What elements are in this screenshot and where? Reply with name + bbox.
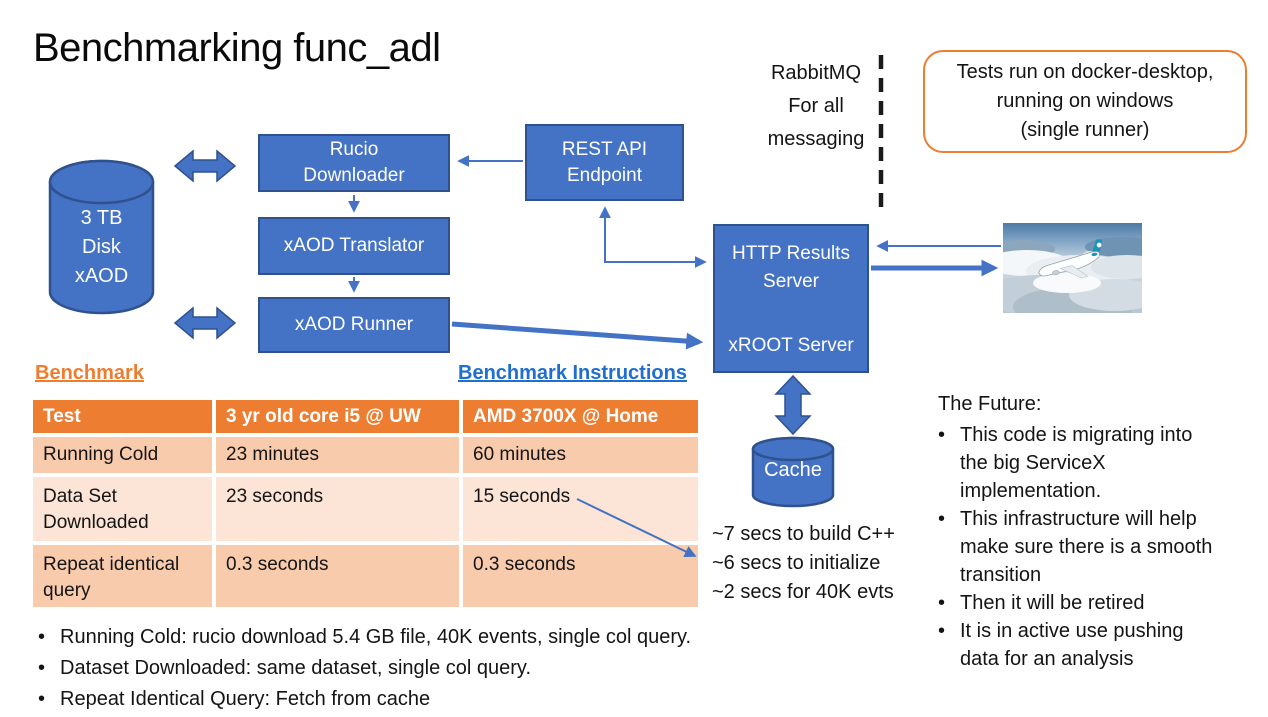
cylinder-shape-icon [751, 436, 835, 508]
future-bullet: This code is migrating into the big Serv… [938, 421, 1254, 505]
airplane-photo [1003, 223, 1142, 313]
box-rucio-downloader: Rucio Downloader [258, 134, 450, 192]
future-bullet: This infrastructure will help make sure … [938, 505, 1254, 589]
benchmark-link[interactable]: Benchmark [35, 362, 144, 384]
box-rest-api-endpoint: REST API Endpoint [525, 124, 684, 201]
future-section: The Future: This code is migrating into … [938, 390, 1254, 673]
disk-label: 3 TB Disk xAOD [74, 207, 129, 287]
future-bullet: Then it will be retired [938, 589, 1254, 617]
footnote: Running Cold: rucio download 5.4 GB file… [38, 622, 691, 653]
rabbitmq-note: RabbitMQ For all messaging [767, 62, 865, 150]
cache-cylinder: Cache [751, 436, 835, 508]
future-bullet: It is in active use pushing data for an … [938, 617, 1254, 673]
table-cell: Data Set Downloaded [33, 477, 212, 541]
disk-cylinder: 3 TB Disk xAOD [48, 158, 155, 316]
http-server-label: HTTP Results Server [732, 243, 850, 292]
timing-notes: ~7 secs to build C++ ~6 secs to initiali… [712, 520, 895, 607]
footnotes: Running Cold: rucio download 5.4 GB file… [38, 622, 691, 715]
footnote: Repeat Identical Query: Fetch from cache [38, 684, 691, 715]
timing-note: ~6 secs to initialize [712, 552, 881, 574]
table-cell: Repeat identical query [33, 545, 212, 607]
table-header-amd: AMD 3700X @ Home [463, 400, 698, 433]
table-cell: 0.3 seconds [463, 545, 698, 607]
docker-note: Tests run on docker-desktop, running on … [923, 50, 1247, 153]
benchmark-instructions-link[interactable]: Benchmark Instructions [458, 362, 687, 384]
table-header-i5: 3 yr old core i5 @ UW [216, 400, 459, 433]
table-cell: 23 seconds [216, 477, 459, 541]
table-cell: 23 minutes [216, 437, 459, 473]
future-heading: The Future: [938, 393, 1042, 415]
box-xaod-translator: xAOD Translator [258, 217, 450, 275]
table-cell: 15 seconds [463, 477, 698, 541]
airplane-icon [1038, 239, 1103, 279]
double-arrow-disk-runner-icon [173, 306, 237, 340]
box-xaod-runner: xAOD Runner [258, 297, 450, 353]
cache-label: Cache [764, 459, 822, 481]
benchmark-table: Test 3 yr old core i5 @ UW AMD 3700X @ H… [33, 400, 698, 607]
footnote: Dataset Downloaded: same dataset, single… [38, 653, 691, 684]
double-arrow-disk-rucio-icon [173, 149, 237, 183]
xroot-server-label: xROOT Server [728, 335, 854, 356]
arrow-runner-to-xroot [451, 321, 704, 350]
timing-note: ~7 secs to build C++ [712, 523, 895, 545]
double-arrow-http-cache-icon [774, 374, 812, 436]
timing-note: ~2 secs for 40K evts [712, 581, 894, 603]
table-cell: 0.3 seconds [216, 545, 459, 607]
arrow-http-restapi-elbow [599, 206, 707, 268]
box-http-results-server: HTTP Results Server xROOT Server [713, 224, 869, 373]
table-cell: 60 minutes [463, 437, 698, 473]
table-header-test: Test [33, 400, 212, 433]
table-cell: Running Cold [33, 437, 212, 473]
cylinder-shape-icon [48, 159, 155, 315]
page-title: Benchmarking func_adl [33, 26, 441, 70]
